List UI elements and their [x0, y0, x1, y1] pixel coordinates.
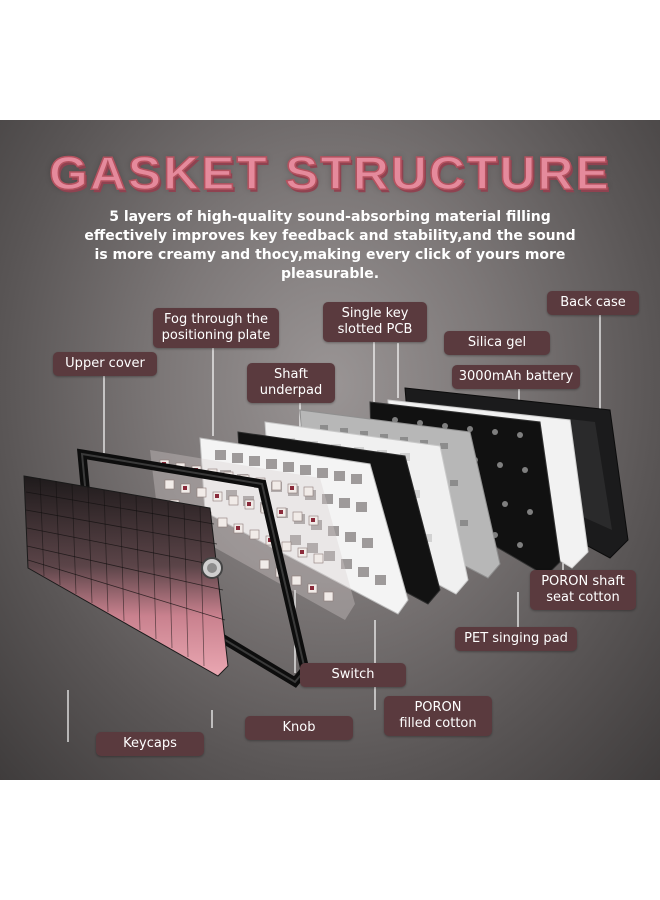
label-switch: Switch: [300, 663, 406, 687]
label-back-case: Back case: [547, 291, 639, 315]
product-image-panel: GASKET STRUCTURE 5 layers of high-qualit…: [0, 120, 660, 780]
label-battery: 3000mAh battery: [452, 365, 580, 389]
exploded-keyboard-illustration: [23, 301, 629, 742]
knob: [201, 557, 223, 579]
switches: [150, 450, 355, 620]
description-text: 5 layers of high-quality sound-absorbing…: [84, 209, 576, 282]
label-silica-gel: Silica gel: [444, 331, 550, 355]
keycaps-block: [23, 475, 229, 677]
label-pet-singing-pad: PET singing pad: [455, 627, 577, 651]
label-poron-filled-cotton: PORON filled cotton: [384, 696, 492, 736]
label-upper-cover: Upper cover: [53, 352, 157, 376]
label-poron-shaft-seat-cotton: PORON shaft seat cotton: [530, 570, 636, 610]
label-keycaps: Keycaps: [96, 732, 204, 756]
label-knob: Knob: [245, 716, 353, 740]
label-shaft-underpad: Shaft underpad: [247, 363, 335, 403]
page-title: GASKET STRUCTURE: [48, 146, 611, 200]
label-single-key-pcb: Single key slotted PCB: [323, 302, 427, 342]
label-fog-plate: Fog through the positioning plate: [153, 308, 279, 348]
